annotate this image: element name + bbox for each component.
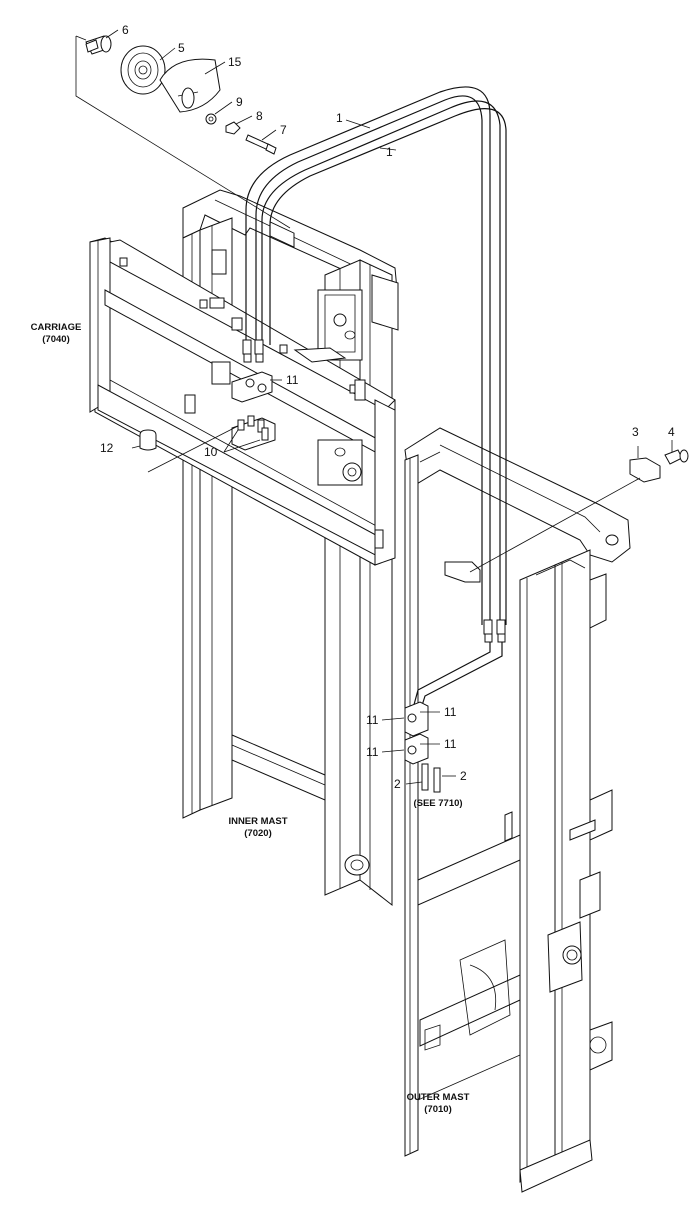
- callout-10: 10: [204, 445, 218, 459]
- callout-4: 4: [668, 425, 675, 439]
- hydraulic-hoses: [242, 86, 507, 713]
- callout-11-mast-left-lower: 11: [366, 745, 379, 759]
- callout-11-mast-right-upper: 11: [444, 705, 457, 719]
- callout-8: 8: [256, 109, 263, 123]
- callout-9: 9: [236, 95, 243, 109]
- callout-5: 5: [178, 41, 185, 55]
- label-see-note: (SEE 7710): [413, 798, 462, 809]
- callout-numbers: 6 5 15 9 8 7 1 1 11 10 12 3 4 11 11 11 1…: [100, 23, 675, 791]
- callout-12: 12: [100, 441, 114, 455]
- exploded-sheave-parts: [85, 35, 689, 483]
- callout-11-mast-left-upper: 11: [366, 713, 379, 727]
- callout-7: 7: [280, 123, 287, 137]
- callout-11-mast-right-lower: 11: [444, 737, 457, 751]
- callout-15: 15: [228, 55, 242, 69]
- label-carriage-name: CARRIAGE: [31, 322, 82, 333]
- callout-6: 6: [122, 23, 129, 37]
- callout-3: 3: [632, 425, 639, 439]
- section-labels: CARRIAGE (7040) INNER MAST (7020) OUTER …: [31, 322, 470, 1115]
- callout-2-left: 2: [394, 777, 401, 791]
- label-inner-mast-name: INNER MAST: [228, 816, 287, 827]
- leader-lines: [75, 29, 673, 785]
- callout-1-upper: 1: [336, 111, 343, 125]
- label-carriage-ref: (7040): [42, 334, 69, 345]
- label-outer-mast-ref: (7010): [424, 1104, 451, 1115]
- callout-2-right: 2: [460, 769, 467, 783]
- callout-11-carriage: 11: [286, 373, 299, 387]
- label-outer-mast-name: OUTER MAST: [407, 1092, 470, 1103]
- fitting-blocks: [231, 371, 481, 793]
- label-inner-mast-ref: (7020): [244, 828, 271, 839]
- callout-1-lower: 1: [386, 145, 393, 159]
- outer-mast-drawing: [404, 427, 631, 1193]
